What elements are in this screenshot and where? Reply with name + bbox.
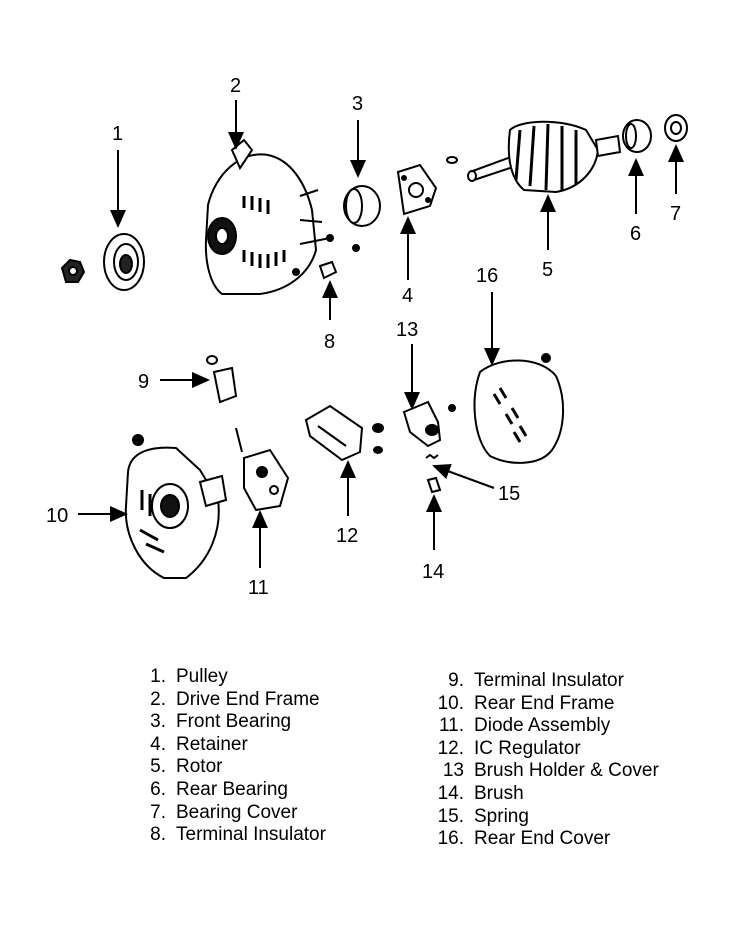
legend-label: Drive End Frame — [176, 688, 320, 710]
legend-number: 4. — [150, 733, 166, 755]
legend-item: 16. Rear End Cover — [420, 828, 659, 851]
legend-item: 1. Pulley — [138, 666, 326, 689]
callout-9: 9 — [138, 371, 149, 393]
legend-item: 4. Retainer — [138, 734, 326, 757]
legend-label: Rear End Cover — [474, 828, 611, 850]
legend-item: 10. Rear End Frame — [420, 693, 659, 716]
rotor-part — [467, 120, 622, 194]
legend-number: 2. — [150, 688, 166, 710]
nut-part — [60, 258, 86, 283]
legend-item: 13 Brush Holder & Cover — [420, 760, 659, 783]
legend-label: Retainer — [176, 733, 248, 755]
legend-label: Spring — [474, 805, 529, 827]
legend-label: IC Regulator — [474, 737, 581, 759]
legend-item: 3. Front Bearing — [138, 711, 326, 734]
legend-number: 1. — [150, 666, 166, 687]
legend-item: 14. Brush — [420, 783, 659, 806]
callout-7: 7 — [670, 203, 681, 225]
legend-number: 3. — [150, 711, 166, 733]
ic-regulator-part — [304, 404, 384, 462]
legend-label: Terminal Insulator — [176, 824, 326, 846]
retainer-part — [396, 163, 438, 216]
leader-arrows — [78, 100, 684, 568]
rear-end-frame-part — [124, 434, 228, 579]
legend-label: Bearing Cover — [176, 801, 298, 823]
legend-label: Terminal Insulator — [474, 670, 624, 691]
legend-number: 14. — [437, 782, 464, 804]
legend-item: 5. Rotor — [138, 756, 326, 779]
pulley-part — [103, 233, 145, 291]
legend-number: 16. — [437, 828, 464, 850]
legend-item: 8. Terminal Insulator — [138, 824, 326, 847]
legend-number: 12. — [437, 737, 464, 759]
legend-label: Brush — [474, 782, 524, 804]
legend-item: 11. Diode Assembly — [420, 715, 659, 738]
legend-number: 11. — [438, 715, 464, 737]
callout-8: 8 — [324, 331, 335, 353]
drive-end-frame-part — [204, 138, 334, 295]
callout-6: 6 — [630, 223, 641, 245]
brush-holder-part — [402, 400, 456, 448]
callout-14: 14 — [422, 561, 444, 583]
arrow-15 — [432, 463, 495, 489]
diode-assembly-part — [235, 427, 290, 512]
callout-15: 15 — [498, 483, 520, 505]
legend-item: 2. Drive End Frame — [138, 689, 326, 712]
legend-item: 7. Bearing Cover — [138, 802, 326, 825]
brush-part — [426, 476, 442, 494]
spring-part — [425, 453, 439, 460]
callout-4: 4 — [402, 285, 413, 307]
legend-item: 15. Spring — [420, 806, 659, 829]
legend-item: 6. Rear Bearing — [138, 779, 326, 802]
callout-3: 3 — [352, 93, 363, 115]
legend-label: Diode Assembly — [474, 715, 611, 737]
legend-number: 6. — [150, 778, 166, 800]
legend-label: Brush Holder & Cover — [474, 760, 659, 782]
callout-1: 1 — [112, 123, 123, 145]
callout-16: 16 — [476, 265, 498, 287]
callout-13: 13 — [396, 319, 418, 341]
legend-item: 12. IC Regulator — [420, 738, 659, 761]
legend-number: 9. — [448, 670, 464, 691]
callout-11: 11 — [248, 577, 269, 599]
legend-number: 5. — [150, 756, 166, 778]
callout-10: 10 — [46, 505, 68, 527]
callout-5: 5 — [542, 259, 553, 281]
legend-number: 15. — [437, 805, 464, 827]
legend-item: 9. Terminal Insulator — [420, 670, 659, 693]
legend-number: 10. — [437, 692, 464, 714]
legend-label: Front Bearing — [176, 711, 292, 733]
terminal-insulator-8-part — [318, 260, 338, 280]
callout-labels: 1 2 3 4 5 6 7 8 9 10 11 12 13 14 15 16 — [46, 75, 681, 599]
pin-part — [446, 156, 458, 164]
legend-number: 13 — [442, 760, 464, 782]
legend-label: Pulley — [176, 666, 228, 687]
terminal-insulator-9-part — [206, 355, 238, 404]
rear-bearing-part — [622, 119, 652, 153]
rear-end-cover-part — [473, 353, 565, 464]
parts-legend-right: 9. Terminal Insulator 10. Rear End Frame 1… — [420, 670, 659, 851]
legend-number: 8. — [150, 824, 166, 846]
alternator-exploded-diagram: 1 2 3 4 5 6 7 8 9 10 11 12 13 14 15 16 — [46, 75, 688, 599]
callout-2: 2 — [230, 75, 241, 97]
callout-12: 12 — [336, 525, 358, 547]
front-bearing-part — [343, 185, 381, 252]
legend-number: 7. — [150, 801, 166, 823]
legend-label: Rear End Frame — [474, 692, 615, 714]
legend-label: Rotor — [176, 756, 223, 778]
parts-legend-left: 1. Pulley 2. Drive End Frame 3. Front Beari… — [138, 666, 326, 847]
legend-label: Rear Bearing — [176, 778, 288, 800]
bearing-cover-part — [664, 114, 688, 142]
